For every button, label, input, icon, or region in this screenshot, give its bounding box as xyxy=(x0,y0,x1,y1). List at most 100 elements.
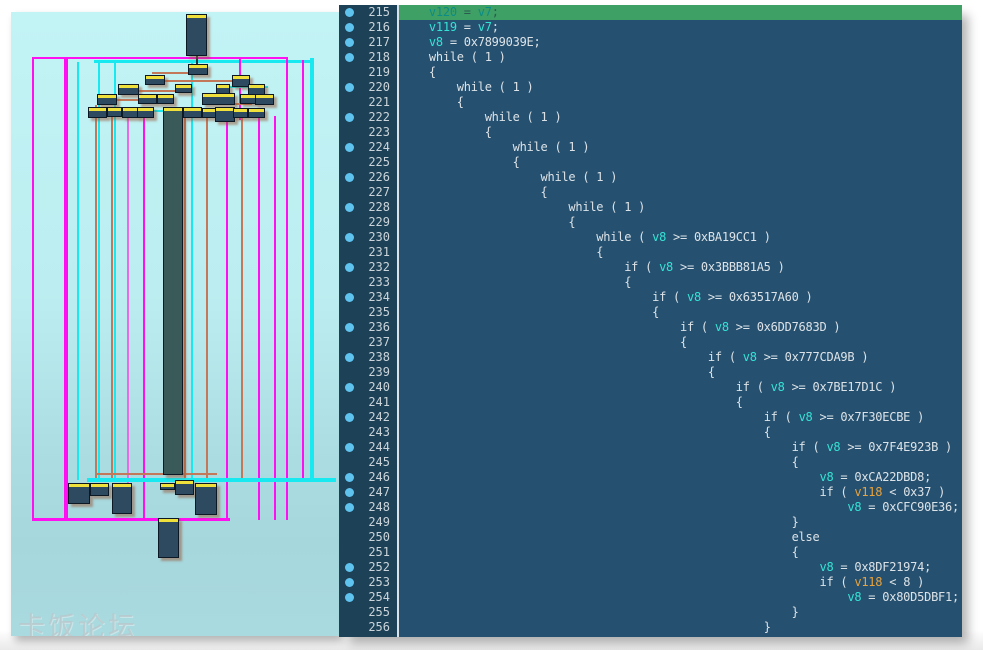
graph-node[interactable] xyxy=(175,84,192,93)
code-line[interactable]: } xyxy=(399,620,962,635)
code-line[interactable]: { xyxy=(399,95,962,110)
graph-node[interactable] xyxy=(160,483,175,490)
code-line[interactable]: } xyxy=(399,515,962,530)
code-line[interactable]: v8 = 0x80D5DBF1; xyxy=(399,590,962,605)
code-line[interactable]: while ( 1 ) xyxy=(399,140,962,155)
code-line[interactable]: { xyxy=(399,215,962,230)
code-line[interactable]: { xyxy=(399,365,962,380)
graph-node[interactable] xyxy=(122,107,138,118)
breakpoint-dot[interactable] xyxy=(345,38,354,47)
graph-node[interactable] xyxy=(163,107,183,475)
graph-node[interactable] xyxy=(255,94,274,105)
graph-node[interactable] xyxy=(232,75,250,87)
breakpoint-dot[interactable] xyxy=(345,83,354,92)
code-line[interactable]: if ( v8 >= 0x7F4E923B ) xyxy=(399,440,962,455)
graph-node[interactable] xyxy=(107,107,122,117)
code-line[interactable]: { xyxy=(399,125,962,140)
code-line[interactable]: } xyxy=(399,605,962,620)
code-line[interactable]: if ( v8 >= 0x6DD7683D ) xyxy=(399,320,962,335)
code-line[interactable]: while ( 1 ) xyxy=(399,80,962,95)
graph-node[interactable] xyxy=(90,483,109,496)
graph-node[interactable] xyxy=(118,84,139,95)
graph-overview-panel[interactable]: 卡饭论坛 xyxy=(11,12,339,636)
breakpoint-dot[interactable] xyxy=(345,23,354,32)
code-line[interactable]: if ( v118 < 0x37 ) xyxy=(399,485,962,500)
code-line[interactable]: { xyxy=(399,305,962,320)
breakpoint-dot[interactable] xyxy=(345,383,354,392)
breakpoint-dot[interactable] xyxy=(345,473,354,482)
pseudocode-view[interactable]: v120 = v7; v119 = v7; v8 = 0x7899039E; w… xyxy=(399,5,962,637)
breakpoint-dot[interactable] xyxy=(345,488,354,497)
graph-node[interactable] xyxy=(202,93,235,105)
code-line[interactable]: { xyxy=(399,545,962,560)
breakpoint-dot[interactable] xyxy=(345,353,354,362)
breakpoint-dot[interactable] xyxy=(345,593,354,602)
code-line[interactable]: { xyxy=(399,425,962,440)
graph-node[interactable] xyxy=(248,108,265,118)
code-line[interactable]: else xyxy=(399,530,962,545)
code-line[interactable]: v8 = 0xCA22DBD8; xyxy=(399,470,962,485)
code-line[interactable]: while ( 1 ) xyxy=(399,110,962,125)
graph-node[interactable] xyxy=(145,75,165,85)
code-line[interactable]: while ( 1 ) xyxy=(399,170,962,185)
code-line[interactable]: if ( v118 < 8 ) xyxy=(399,575,962,590)
code-line[interactable]: v8 = 0xCFC90E36; xyxy=(399,500,962,515)
breakpoint-dot[interactable] xyxy=(345,563,354,572)
graph-node[interactable] xyxy=(88,107,107,118)
graph-node[interactable] xyxy=(240,94,256,104)
breakpoint-dot[interactable] xyxy=(345,293,354,302)
code-line[interactable]: while ( 1 ) xyxy=(399,200,962,215)
breakpoint-dot[interactable] xyxy=(345,233,354,242)
code-line[interactable]: if ( v8 >= 0x777CDA9B ) xyxy=(399,350,962,365)
breakpoint-dot[interactable] xyxy=(345,173,354,182)
code-line[interactable]: if ( v8 >= 0x7F30ECBE ) xyxy=(399,410,962,425)
breakpoint-dot[interactable] xyxy=(345,443,354,452)
graph-node[interactable] xyxy=(158,518,179,558)
breakpoint-dot[interactable] xyxy=(345,323,354,332)
breakpoint-dot[interactable] xyxy=(345,413,354,422)
code-line[interactable]: v119 = v7; xyxy=(399,20,962,35)
code-line[interactable]: { xyxy=(399,395,962,410)
graph-node[interactable] xyxy=(188,64,208,75)
breakpoint-dot[interactable] xyxy=(345,143,354,152)
code-line[interactable]: { xyxy=(399,335,962,350)
gutter-row: 216 xyxy=(339,20,397,35)
code-line[interactable]: v8 = 0x8DF21974; xyxy=(399,560,962,575)
graph-node[interactable] xyxy=(138,94,157,104)
graph-node[interactable] xyxy=(157,94,174,104)
code-line[interactable]: while ( 1 ) xyxy=(399,50,962,65)
graph-node[interactable] xyxy=(175,480,194,495)
breakpoint-dot[interactable] xyxy=(345,503,354,512)
graph-node[interactable] xyxy=(195,483,217,515)
graph-node[interactable] xyxy=(137,107,154,118)
panel-divider[interactable] xyxy=(397,5,399,637)
breakpoint-dot[interactable] xyxy=(345,53,354,62)
breakpoint-dot[interactable] xyxy=(345,203,354,212)
code-line[interactable]: if ( v8 >= 0x3BBB81A5 ) xyxy=(399,260,962,275)
code-line[interactable]: { xyxy=(399,275,962,290)
code-line[interactable]: { xyxy=(399,185,962,200)
graph-node[interactable] xyxy=(202,108,216,118)
code-line[interactable]: if ( v8 >= 0x63517A60 ) xyxy=(399,290,962,305)
code-line[interactable]: { xyxy=(399,65,962,80)
code-line[interactable]: { xyxy=(399,245,962,260)
code-line[interactable]: { xyxy=(399,155,962,170)
breakpoint-dot[interactable] xyxy=(345,578,354,587)
graph-node[interactable] xyxy=(215,107,235,122)
graph-node[interactable] xyxy=(186,14,207,56)
breakpoint-dot[interactable] xyxy=(345,8,354,17)
graph-node[interactable] xyxy=(97,94,117,105)
code-text: while ( 1 ) xyxy=(568,200,646,214)
code-line[interactable]: if ( v8 >= 0x7BE17D1C ) xyxy=(399,380,962,395)
graph-node[interactable] xyxy=(68,483,90,504)
code-line[interactable]: while ( v8 >= 0xBA19CC1 ) xyxy=(399,230,962,245)
code-line[interactable]: v8 = 0x7899039E; xyxy=(399,35,962,50)
code-line-current[interactable]: v120 = v7; xyxy=(399,5,962,20)
code-line[interactable]: { xyxy=(399,455,962,470)
graph-node[interactable] xyxy=(112,483,132,514)
graph-node[interactable] xyxy=(233,108,248,118)
graph-node[interactable] xyxy=(183,107,202,118)
breakpoint-dot[interactable] xyxy=(345,263,354,272)
breakpoint-dot[interactable] xyxy=(345,113,354,122)
